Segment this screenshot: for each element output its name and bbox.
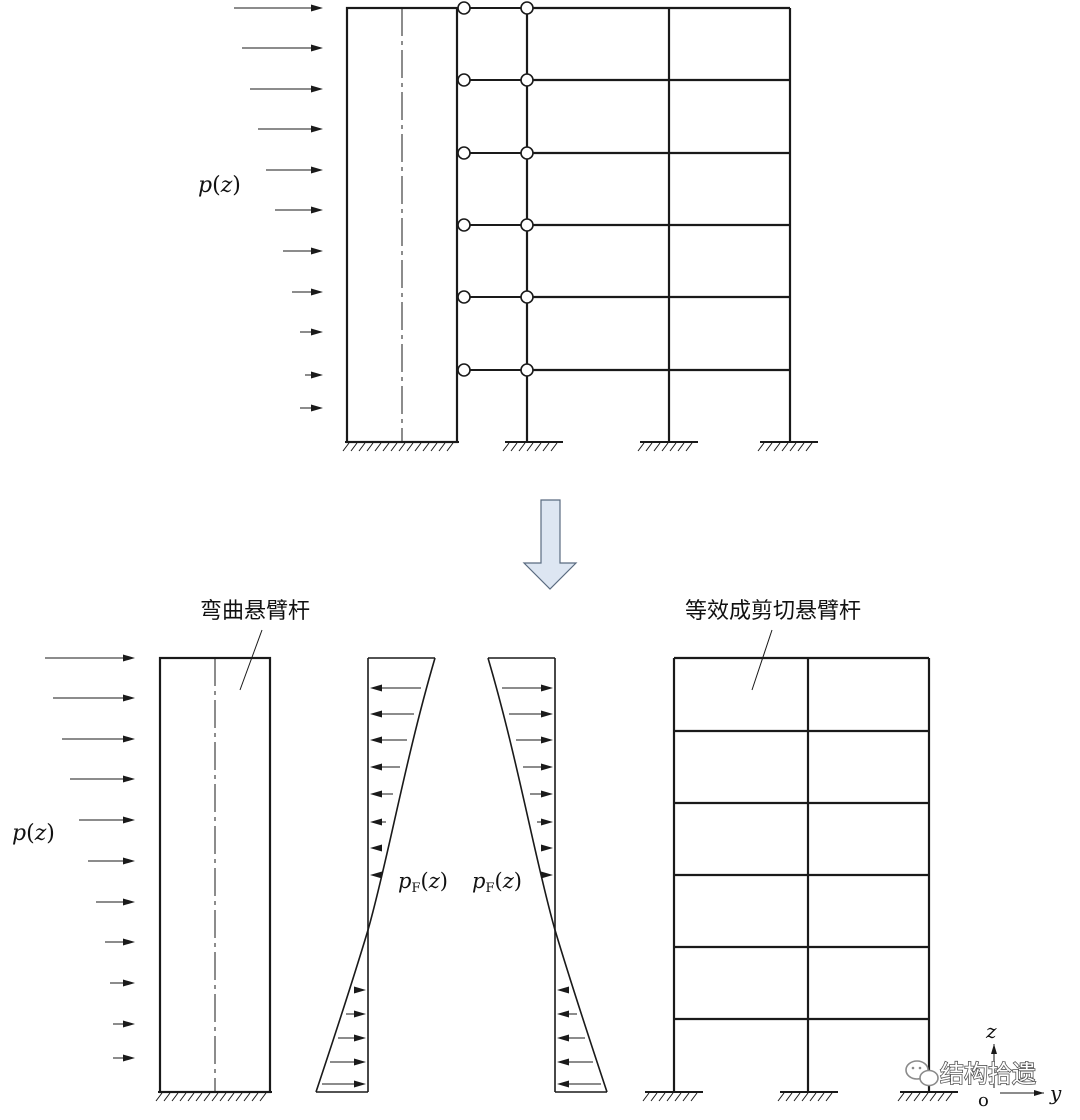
interaction-arrow — [557, 1034, 585, 1042]
load-arrow — [250, 85, 323, 93]
load-arrow — [292, 288, 323, 296]
frame-base-supports — [502, 441, 818, 452]
shear-label-leader — [751, 629, 773, 691]
interaction-arrow — [346, 1010, 366, 1018]
hinge — [457, 218, 471, 232]
fixed-support — [897, 1091, 958, 1102]
fixed-support — [777, 1091, 838, 1102]
hinge — [457, 146, 471, 160]
interaction-arrow — [370, 844, 382, 852]
interaction-arrow — [537, 818, 553, 826]
load-arrow — [62, 735, 135, 743]
load-arrow — [70, 775, 135, 783]
load-arrow — [113, 1054, 135, 1062]
interaction-arrow — [330, 1058, 366, 1066]
load-arrow — [96, 898, 135, 906]
interaction-arrow — [557, 1010, 577, 1018]
interaction-arrow — [370, 790, 393, 798]
load-arrow — [45, 654, 135, 662]
frame-structure — [525, 6, 792, 442]
load-arrow — [234, 4, 323, 12]
bending-label-leader — [239, 629, 263, 691]
hinge — [457, 363, 471, 377]
fixed-support — [642, 1091, 703, 1102]
interaction-arrow — [502, 684, 553, 692]
interaction-arrow — [370, 684, 421, 692]
interaction-arrow — [509, 710, 553, 718]
watermark-text: 结构拾遗 — [940, 1060, 1036, 1088]
axis-y-label: y — [1049, 1081, 1062, 1105]
wechat-icon — [905, 1060, 939, 1087]
load-arrow — [305, 371, 323, 379]
load-arrow — [79, 816, 135, 824]
shear-wall — [345, 6, 459, 444]
load-arrow — [110, 979, 135, 987]
axis-origin-label: o — [978, 1090, 989, 1111]
fixed-support — [342, 441, 459, 452]
interaction-arrow — [322, 1080, 366, 1088]
interaction-arrow — [557, 986, 569, 994]
interaction-force-diagram-left — [315, 657, 436, 1093]
hinge — [457, 290, 471, 304]
hinge — [520, 363, 534, 377]
bending-cantilever-label: 弯曲悬臂杆 — [200, 599, 310, 624]
pf-left-label: pF(z) — [398, 869, 448, 896]
load-arrow — [113, 1020, 135, 1028]
interaction-arrow — [354, 986, 366, 994]
hinge — [520, 218, 534, 232]
load-arrow — [300, 404, 323, 412]
link-beams-with-hinges — [457, 1, 534, 377]
bottom-load-label: p(z) — [12, 821, 55, 846]
top-load-label: p(z) — [198, 173, 241, 198]
load-arrow — [88, 857, 135, 865]
hinge — [520, 146, 534, 160]
load-arrow — [283, 247, 323, 255]
interaction-force-diagram-right — [487, 657, 608, 1093]
fixed-support — [155, 1091, 272, 1102]
load-arrow — [105, 938, 135, 946]
transform-arrow — [522, 499, 578, 590]
interaction-arrow — [370, 710, 414, 718]
fixed-support — [502, 441, 563, 452]
load-arrow — [275, 206, 323, 214]
interaction-arrow — [541, 871, 553, 879]
hinge — [520, 73, 534, 87]
watermark: 结构拾遗 — [905, 1059, 1037, 1089]
shear-cantilever-label: 等效成剪切悬臂杆 — [685, 599, 861, 624]
bending-cantilever — [158, 656, 272, 1094]
wall-base-support — [342, 441, 459, 452]
hinge — [457, 1, 471, 15]
shear-cantilever-supports — [642, 1091, 958, 1102]
bending-cantilever-support — [155, 1091, 272, 1102]
hinge — [457, 73, 471, 87]
interaction-arrow — [516, 736, 553, 744]
interaction-arrow — [557, 1080, 601, 1088]
interaction-arrow — [523, 763, 553, 771]
interaction-arrow — [530, 790, 553, 798]
load-arrow — [53, 694, 135, 702]
interaction-arrow — [557, 1058, 593, 1066]
interaction-arrow — [338, 1034, 366, 1042]
interaction-arrow — [541, 844, 553, 852]
interaction-arrow — [370, 736, 407, 744]
coordinate-axes: z y o — [978, 1019, 1062, 1111]
fixed-support — [757, 441, 818, 452]
shear-cantilever-frame — [672, 656, 931, 1092]
interaction-arrow — [370, 763, 400, 771]
axis-z-label: z — [985, 1019, 997, 1043]
pf-right-label: pF(z) — [472, 869, 522, 896]
load-arrow — [266, 166, 323, 174]
load-arrow — [242, 44, 323, 52]
load-arrow — [300, 328, 323, 336]
hinge — [520, 290, 534, 304]
hinge — [520, 1, 534, 15]
bottom-load-arrows — [45, 654, 135, 1062]
fixed-support — [637, 441, 698, 452]
interaction-arrow — [370, 871, 382, 879]
interaction-arrow — [370, 818, 386, 826]
top-load-arrows — [234, 4, 323, 412]
load-arrow — [258, 125, 323, 133]
